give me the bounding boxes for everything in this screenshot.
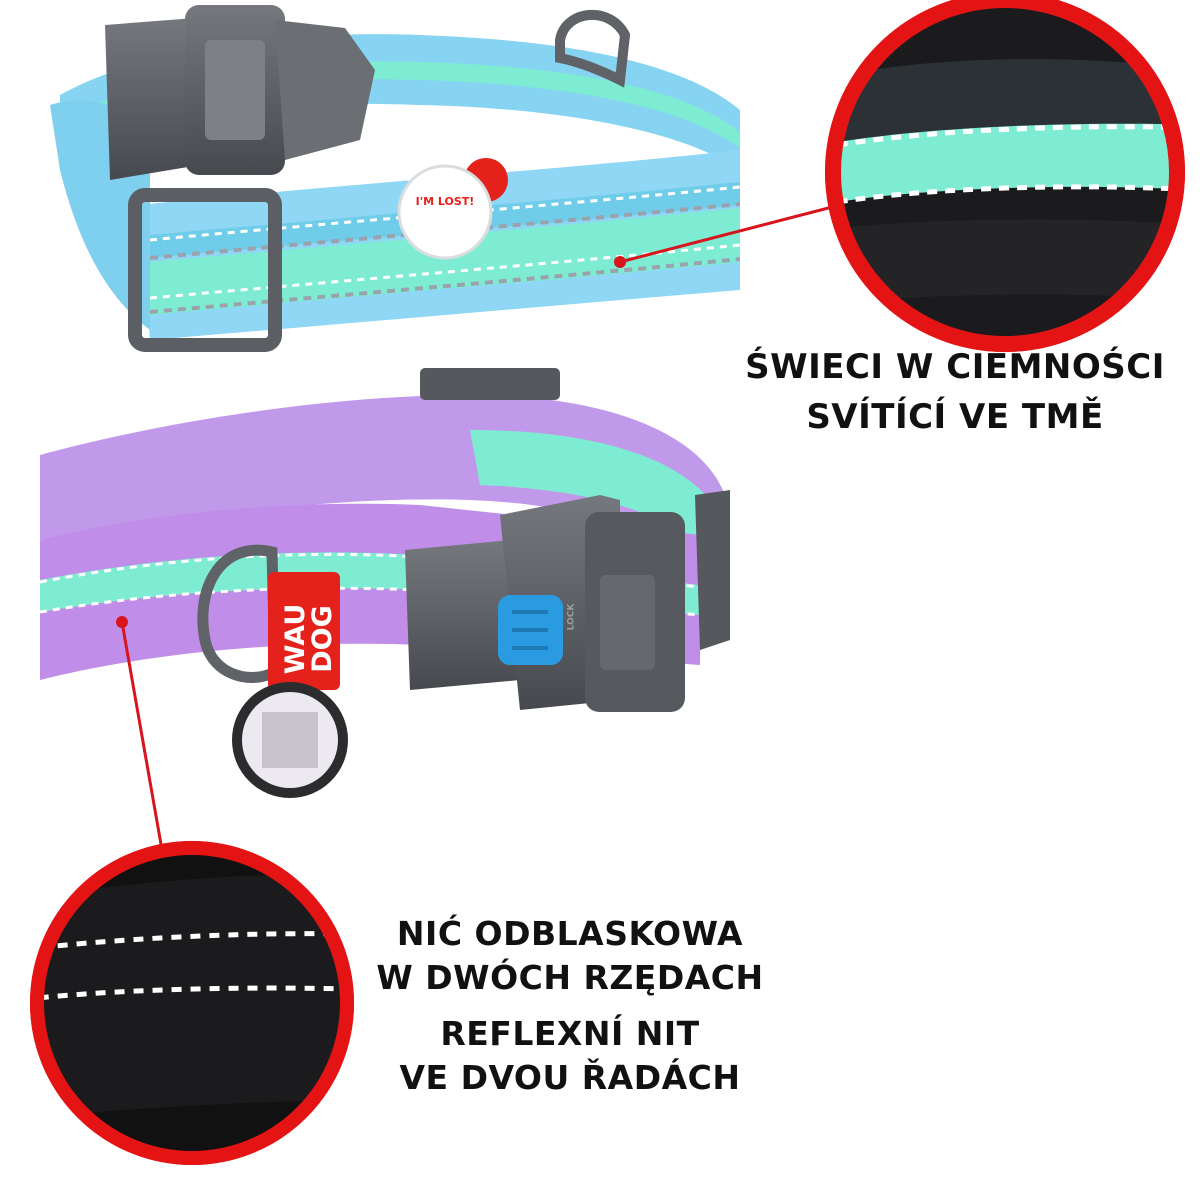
- leader-line-glow: [619, 203, 841, 264]
- reflective-caption: NIĆ ODBLASKOWA W DWÓCH RZĘDACH REFLEXNÍ …: [330, 912, 810, 1100]
- square-buckle: [128, 188, 282, 352]
- blue-collar: I'M LOST!: [50, 5, 741, 352]
- lost-tag-label: I'M LOST!: [416, 195, 475, 208]
- id-tag-bottom: [232, 682, 348, 798]
- glow-caption-czech: SVÍTÍCÍ VE TMĚ: [806, 397, 1104, 437]
- zoom-circle-glow: [825, 0, 1185, 352]
- id-tag-top: I'M LOST!: [397, 158, 508, 260]
- reflective-caption-polish-2: W DWÓCH RZĘDACH: [376, 958, 764, 997]
- logo-text: WAU DOG: [280, 584, 338, 694]
- zoom-circle-reflective: [30, 841, 354, 1165]
- buckle: [105, 5, 375, 180]
- d-ring-top: [555, 9, 631, 88]
- lock-label: LOCK: [566, 603, 577, 631]
- d-ring-bottom: [197, 544, 281, 683]
- leader-line-reflective: [120, 621, 164, 851]
- logo-line1: WAU: [280, 603, 311, 675]
- reflective-caption-czech-2: VE DVOU ŘADÁCH: [399, 1058, 741, 1097]
- purple-collar: [39, 368, 730, 798]
- reflective-caption-czech-1: REFLEXNÍ NIT: [440, 1014, 700, 1053]
- buckle-bottom: [405, 495, 685, 712]
- glow-caption-polish: ŚWIECI W CIEMNOŚCI: [745, 347, 1165, 387]
- reflective-caption-polish-1: NIĆ ODBLASKOWA: [396, 914, 744, 953]
- glow-caption: ŚWIECI W CIEMNOŚCI SVÍTÍCÍ VE TMĚ: [720, 342, 1190, 442]
- logo-line2: DOG: [307, 605, 338, 673]
- keeper-top: [420, 368, 560, 400]
